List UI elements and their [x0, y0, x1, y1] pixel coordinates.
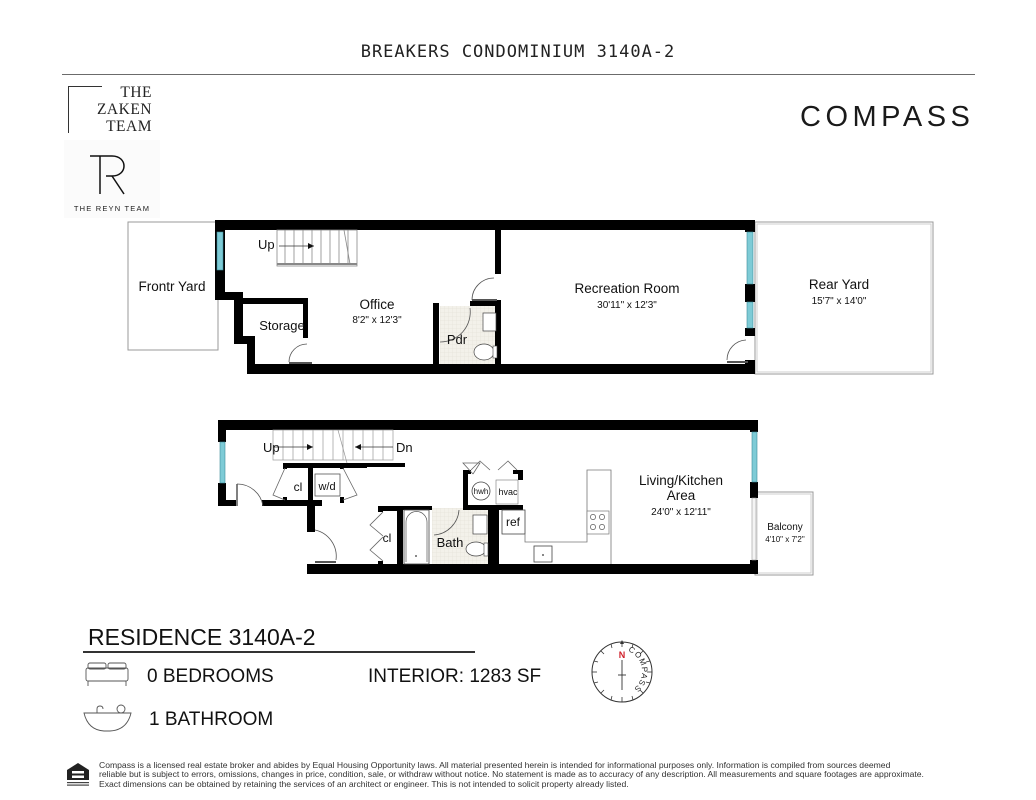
window-upper-front — [219, 441, 226, 484]
label-living-kitchen: Living/Kitchen — [639, 473, 723, 488]
bed-icon — [85, 662, 129, 686]
label-recreation-room: Recreation Room — [574, 281, 679, 296]
disclaimer-line-2: reliable but is subject to errors, omiss… — [99, 769, 924, 780]
bath-sink-icon — [472, 514, 488, 535]
interior-square-footage: INTERIOR: 1283 SF — [368, 666, 542, 687]
upper-level: Up Dn Living/Kitchen Area 24'0" x 12'11"… — [218, 420, 814, 576]
disclaimer-line-1: Compass is a licensed real estate broker… — [99, 760, 891, 770]
closet-doors — [272, 460, 518, 562]
label-hwh: hwh — [474, 487, 489, 496]
north-compass-icon: N COMPASS — [591, 640, 653, 703]
north-letter: N — [619, 650, 626, 660]
dims-living-kitchen: 24'0" x 12'11" — [651, 507, 711, 518]
balcony-area — [754, 491, 814, 576]
residence-title: RESIDENCE 3140A-2 — [88, 624, 316, 650]
washer-dryer-icon — [314, 473, 341, 497]
compass-wordmark: COMPASS — [800, 101, 975, 133]
label-balcony: Balcony — [767, 522, 803, 533]
dims-office: 8'2" x 12'3" — [352, 315, 402, 326]
door-swings-upper — [236, 483, 460, 563]
toilet-icon — [473, 343, 495, 361]
dims-recreation-room: 30'11" x 12'3" — [597, 300, 657, 311]
lower-level: Frontr Yard Office 8'2" x 12'3" Storage … — [127, 220, 934, 375]
reyn-team-label: THE REYN TEAM — [73, 204, 151, 213]
page-title: BREAKERS CONDOMINIUM 3140A-2 — [360, 42, 676, 62]
hvac-unit-icon — [495, 479, 519, 505]
label-pdr: Pdr — [447, 332, 468, 347]
header-divider — [62, 74, 975, 75]
label-washer-dryer: w/d — [317, 481, 335, 493]
dims-balcony: 4'10" x 7'2" — [765, 535, 805, 544]
label-storage: Storage — [259, 318, 305, 333]
cooktop-icon — [586, 510, 610, 535]
window-front — [216, 231, 224, 271]
stair-up-label-upper: Up — [263, 440, 280, 455]
equal-housing-opportunity-icon — [67, 763, 89, 786]
stair-up-label: Up — [258, 237, 275, 252]
zaken-team-text: THE ZAKEN TEAM — [97, 84, 152, 135]
label-rear-yard: Rear Yard — [809, 277, 869, 292]
window-rear-2 — [746, 301, 754, 329]
label-front-yard: Frontr Yard — [138, 279, 205, 294]
zaken-team-logo: THE ZAKEN TEAM — [66, 84, 156, 136]
zaken-line-2: ZAKEN — [96, 101, 152, 118]
dims-rear-yard: 15'7" x 14'0" — [812, 296, 867, 307]
door-swings-lower — [288, 277, 748, 364]
bathrooms-count: 1 BATHROOM — [149, 709, 274, 730]
bathtub-icon — [403, 509, 430, 565]
logo-bracket — [68, 86, 102, 133]
compass-brand-logo: COMPASS — [800, 101, 974, 134]
bedrooms-count: 0 BEDROOMS — [147, 666, 274, 687]
label-ref: ref — [506, 515, 521, 529]
label-living-kitchen-line2: Area — [667, 488, 696, 503]
label-bath: Bath — [437, 535, 464, 550]
residence-divider — [83, 651, 475, 653]
label-closet-2: cl — [383, 531, 392, 545]
bathtub-stat-icon — [83, 704, 132, 732]
label-closet-1: cl — [294, 480, 303, 494]
stairs-upper — [272, 429, 394, 464]
stair-down-label: Dn — [396, 440, 413, 455]
label-office: Office — [359, 297, 394, 312]
tr-monogram-icon — [90, 155, 125, 195]
kitchen-counter — [524, 469, 612, 564]
kitchen-sink-icon — [533, 545, 553, 563]
window-rear-1 — [746, 231, 754, 285]
window-upper-rear — [751, 431, 758, 483]
zaken-line-1: THE — [120, 84, 152, 101]
sink-icon — [482, 312, 497, 332]
reyn-team-logo: THE REYN TEAM — [64, 140, 160, 218]
legal-disclaimer: Compass is a licensed real estate broker… — [99, 760, 979, 789]
bath-toilet-icon — [465, 541, 487, 557]
balcony-door — [751, 497, 757, 561]
zaken-line-3: TEAM — [106, 118, 152, 135]
stairs-lower — [276, 229, 358, 267]
disclaimer-line-3: Exact dimensions can be obtained by reta… — [99, 778, 629, 789]
water-heater-icon — [471, 481, 491, 501]
label-hvac: hvac — [498, 487, 518, 497]
refrigerator-icon — [501, 509, 526, 535]
